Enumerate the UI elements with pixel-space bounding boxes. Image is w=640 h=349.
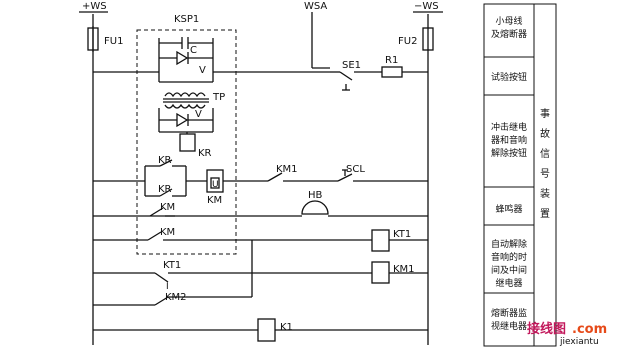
kt1-coil — [371, 229, 390, 252]
fu1-label: FU1 — [104, 36, 123, 47]
table-row-4-line-1: 蜂鸣器 — [495, 203, 522, 215]
kr-contact-2-label: KR — [158, 184, 172, 195]
r1-label: R1 — [385, 55, 398, 66]
buzzer-hb — [301, 200, 329, 215]
table-row-6-line-2: 视继电器 — [491, 320, 527, 332]
hb-label: HB — [308, 190, 323, 201]
kr-coil — [179, 133, 196, 152]
table-row-3-line-2: 器和音响 — [491, 134, 527, 146]
transformer-label: TP — [212, 92, 225, 103]
se1-label: SE1 — [342, 60, 361, 71]
km-contact-b-label: KM — [160, 227, 175, 238]
watermark-text: 接线图 — [527, 321, 566, 337]
km2-label: KM2 — [165, 292, 187, 303]
table-row-3-line-1: 冲击继电 — [491, 121, 527, 133]
ksp1-module-box — [136, 29, 237, 255]
kr-contact-1-label: KR — [158, 155, 172, 166]
wsa-bus — [311, 12, 330, 69]
legend-table: 小母线 及熔断器 试验按钮 冲击继电 器和音响 解除按钮 蜂鸣器 自动解除 音响… — [483, 3, 557, 347]
kt1-coil-label: KT1 — [393, 229, 411, 240]
table-row-5-line-3: 间及中间 — [491, 264, 527, 276]
diode-v2-label: V — [195, 109, 202, 120]
table-row-6-line-1: 熔断器监 — [491, 307, 527, 319]
table-row-1-line-1: 小母线 — [495, 15, 522, 27]
side-label-char-4: 号 — [540, 168, 550, 180]
km1-coil — [371, 261, 390, 284]
diode-v2-group — [158, 108, 214, 133]
bus-mid-label: WSA — [304, 1, 327, 12]
watermark-url: jiexiantu — [559, 337, 599, 347]
scl-label: SCL — [346, 164, 365, 175]
ksp1-label: KSP1 — [174, 14, 199, 25]
negative-bus — [413, 11, 443, 345]
kr-contacts — [93, 159, 207, 197]
capacitor-diode-group — [158, 37, 214, 83]
diode-v1-label: V — [199, 65, 206, 76]
positive-bus — [79, 11, 108, 345]
k1-label: K1 — [280, 322, 293, 333]
km-coil-label: KM — [207, 195, 222, 206]
side-label-char-5: 装 — [540, 187, 550, 200]
km-contact-a-label: KM — [160, 202, 175, 213]
km-coil-u-label: U — [212, 180, 219, 190]
fu2-label: FU2 — [398, 36, 417, 47]
kr-coil-label: KR — [198, 148, 212, 159]
watermark-suffix: .com — [572, 322, 607, 337]
side-label-char-3: 信 — [540, 148, 550, 160]
capacitor-label: C — [190, 45, 197, 56]
side-label-char-2: 故 — [540, 127, 550, 140]
table-row-1-line-2: 及熔断器 — [491, 28, 527, 40]
table-row-2-line-1: 试验按钮 — [491, 71, 527, 83]
k1-coil — [257, 318, 276, 342]
transformer-tp — [163, 92, 209, 109]
side-label-char-6: 置 — [540, 208, 550, 220]
bus-pos-label: +WS — [82, 1, 107, 12]
table-row-5-line-1: 自动解除 — [491, 238, 527, 250]
km1-contact-label: KM1 — [276, 164, 298, 175]
bus-neg-label: −WS — [414, 1, 439, 12]
table-row-3-line-3: 解除按钮 — [491, 147, 527, 159]
kt1-contact-label: KT1 — [163, 260, 181, 271]
km1-coil-label: KM1 — [393, 264, 415, 275]
table-row-5-line-4: 继电器 — [495, 277, 522, 289]
side-label-char-1: 事 — [540, 107, 550, 120]
table-row-5-line-2: 音响的时 — [491, 251, 527, 263]
resistor-r1 — [381, 66, 403, 78]
kt1-contact-symbol: Ⅰ — [166, 282, 169, 292]
